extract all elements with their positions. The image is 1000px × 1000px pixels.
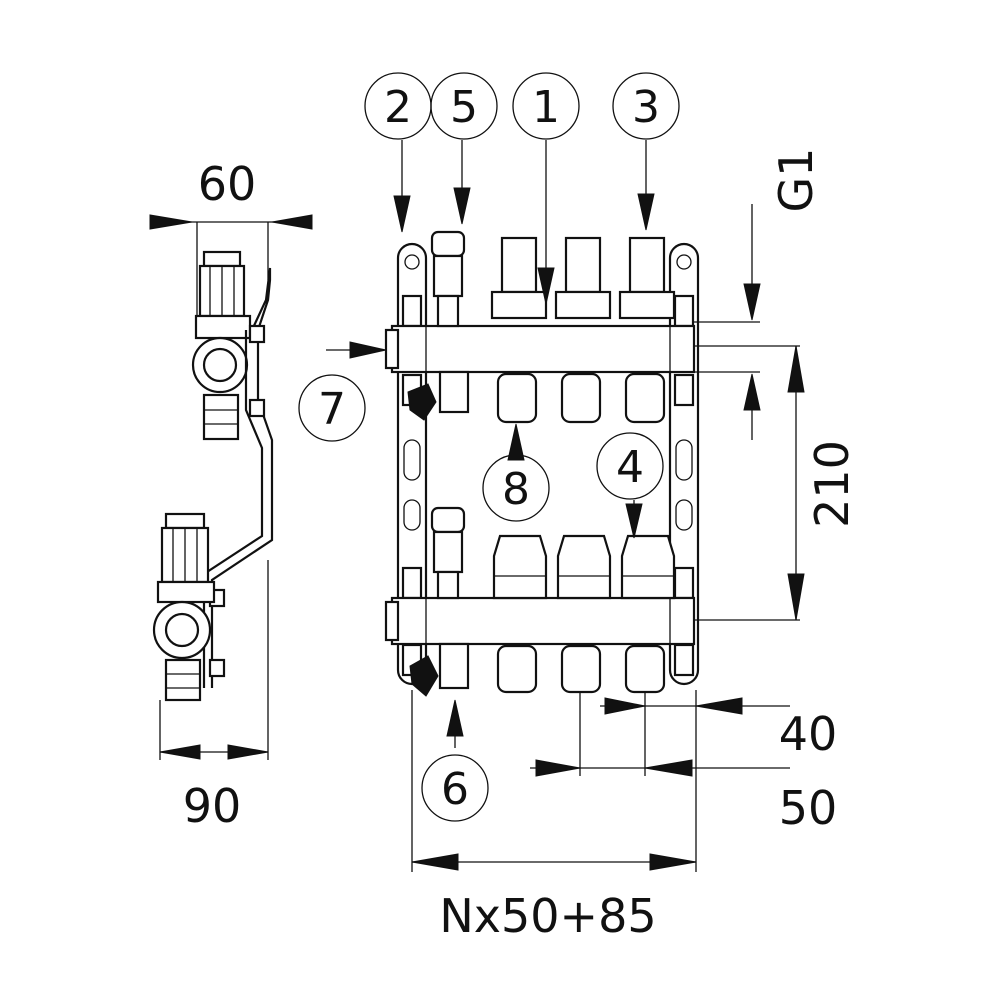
callout-8: 8 (502, 464, 530, 515)
side-view: 60 90 (149, 157, 313, 833)
callout-3: 3 (632, 82, 660, 133)
front-view (384, 230, 700, 697)
callout-4: 4 (616, 442, 644, 493)
dim-overall-width: Nx50+85 (439, 889, 656, 943)
callouts: 2 5 1 3 7 8 4 6 (298, 72, 680, 822)
dim-50: 50 (779, 781, 838, 835)
callout-2: 2 (384, 82, 412, 133)
top-outlets (438, 370, 666, 424)
dim-40: 40 (779, 707, 838, 761)
dim-60: 60 (198, 157, 257, 211)
top-flow-meters (490, 236, 676, 320)
callout-6: 6 (441, 764, 469, 815)
callout-1: 1 (532, 82, 560, 133)
callout-7: 7 (318, 384, 346, 435)
dim-g1: G1 (769, 148, 823, 213)
bottom-outlets (438, 642, 666, 694)
callout-5: 5 (450, 82, 478, 133)
bottom-valve-caps (492, 534, 676, 600)
front-dimensions: G1 210 40 50 Nx50+85 (411, 148, 859, 943)
dim-210: 210 (805, 440, 859, 528)
dim-90: 90 (183, 779, 242, 833)
